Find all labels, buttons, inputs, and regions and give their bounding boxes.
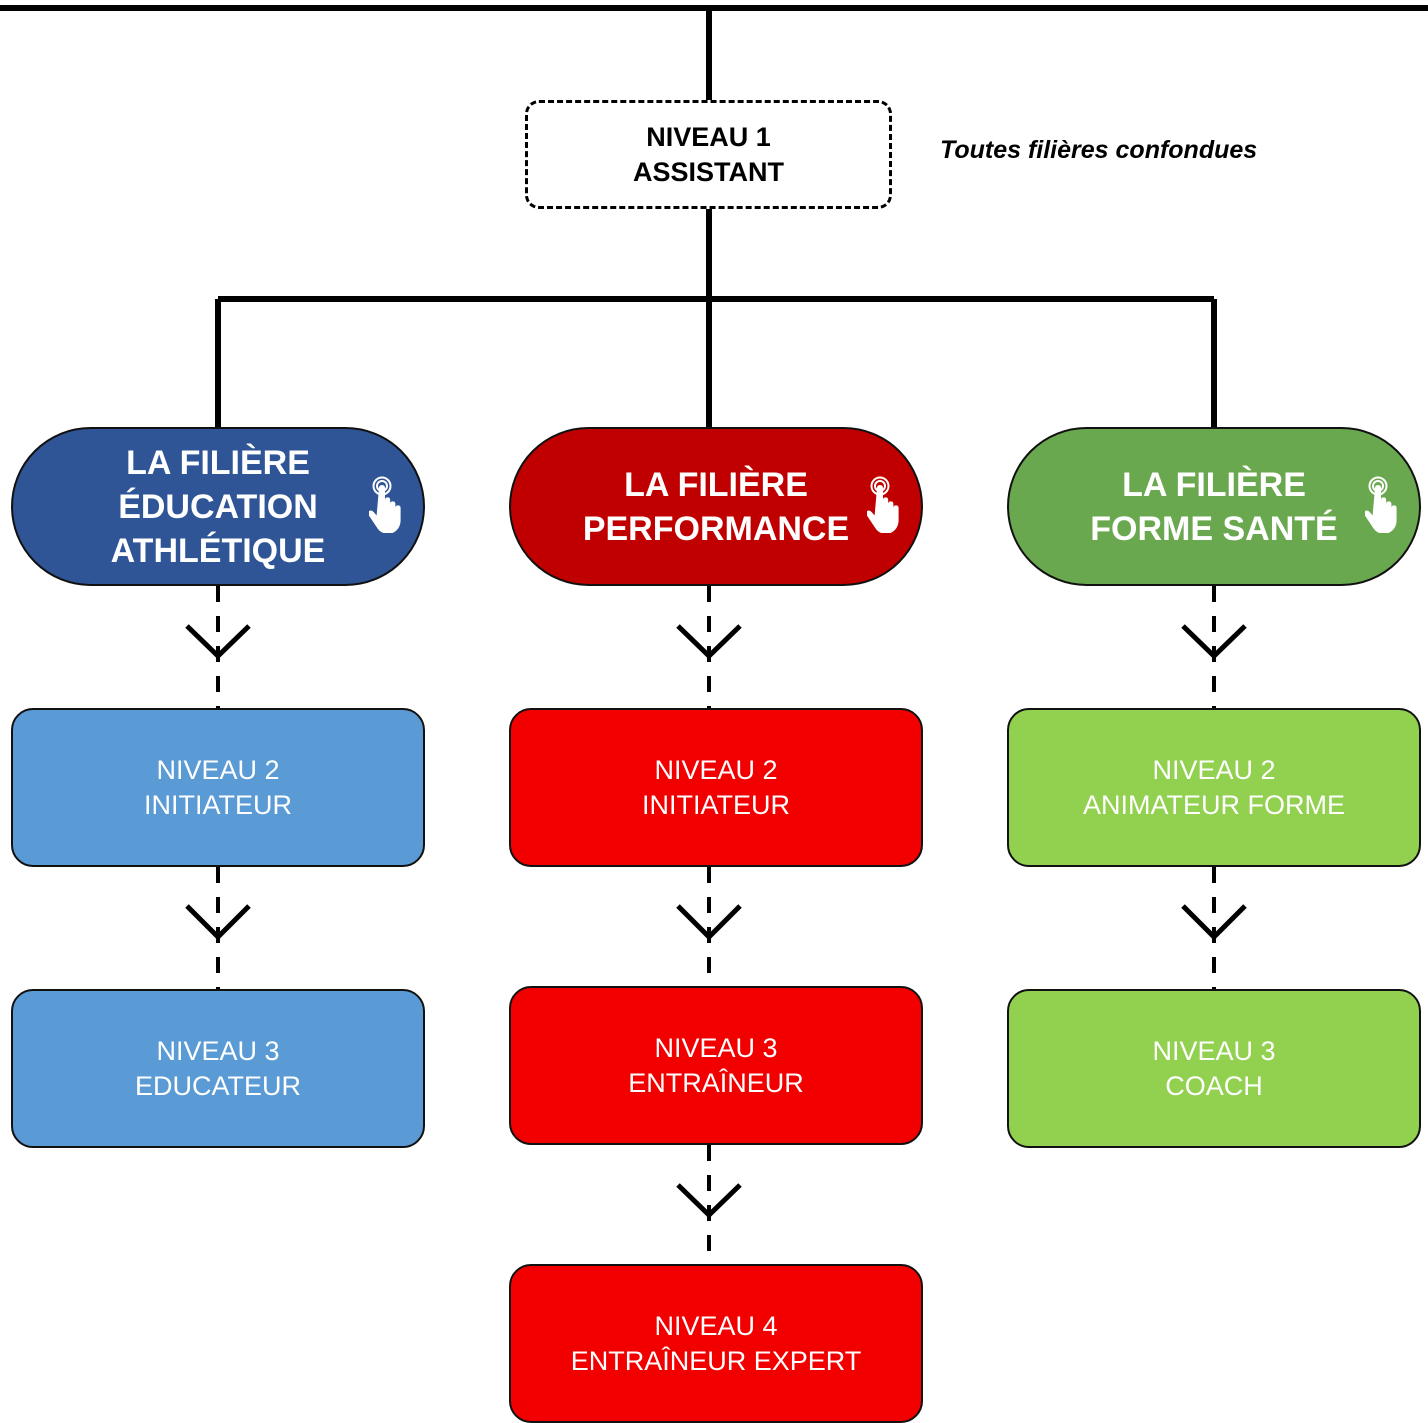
filiere-forme-sante-button[interactable]: LA FILIÈRE FORME SANTÉ xyxy=(1007,427,1421,586)
hand-pointer-icon xyxy=(867,476,899,533)
performance-niveau2-box: NIVEAU 2 INITIATEUR xyxy=(509,708,923,867)
chevron-down-icon xyxy=(185,624,251,660)
filiere-education-line3: ATHLÉTIQUE xyxy=(110,531,326,570)
level-title: ANIMATEUR FORME xyxy=(1083,789,1345,820)
level-label: NIVEAU 2 xyxy=(654,754,778,785)
level-title: ENTRAÎNEUR EXPERT xyxy=(570,1345,862,1376)
level-label: NIVEAU 3 xyxy=(654,1032,778,1063)
filiere-education-line1: LA FILIÈRE xyxy=(126,443,310,482)
chevron-down-icon xyxy=(185,904,251,941)
level-title: COACH xyxy=(1165,1070,1263,1101)
chevron-down-icon xyxy=(1181,624,1247,660)
filiere-forme-line1: LA FILIÈRE xyxy=(1122,465,1306,504)
niveau1-assistant-box: NIVEAU 1 ASSISTANT xyxy=(525,100,892,209)
filiere-education-line2: ÉDUCATION xyxy=(118,487,318,526)
level-label: NIVEAU 4 xyxy=(654,1310,778,1341)
root-level-label: NIVEAU 1 xyxy=(646,121,771,152)
hand-pointer-icon xyxy=(1365,476,1397,533)
level-label: NIVEAU 3 xyxy=(1152,1035,1276,1066)
filiere-performance-line1: LA FILIÈRE xyxy=(624,465,808,504)
filiere-forme-line2: FORME SANTÉ xyxy=(1090,509,1338,548)
level-title: INITIATEUR xyxy=(642,789,790,820)
level-title: INITIATEUR xyxy=(144,789,292,820)
chevron-down-icon xyxy=(676,904,742,941)
level-title: EDUCATEUR xyxy=(134,1070,301,1101)
level-title: ENTRAÎNEUR xyxy=(628,1067,804,1098)
filiere-performance-button[interactable]: LA FILIÈRE PERFORMANCE xyxy=(509,427,923,586)
education-niveau2-box: NIVEAU 2 INITIATEUR xyxy=(11,708,425,867)
performance-niveau4-box: NIVEAU 4 ENTRAÎNEUR EXPERT xyxy=(509,1264,923,1423)
filiere-performance-line2: PERFORMANCE xyxy=(582,509,850,548)
education-niveau3-box: NIVEAU 3 EDUCATEUR xyxy=(11,989,425,1148)
root-note: Toutes filières confondues xyxy=(940,136,1258,164)
level-label: NIVEAU 2 xyxy=(1152,754,1276,785)
chevron-down-icon xyxy=(676,1183,742,1219)
performance-niveau3-box: NIVEAU 3 ENTRAÎNEUR xyxy=(509,986,923,1145)
root-title-label: ASSISTANT xyxy=(632,156,784,187)
hand-pointer-icon xyxy=(369,476,401,533)
chevron-down-icon xyxy=(676,624,742,660)
level-label: NIVEAU 2 xyxy=(156,754,280,785)
level-label: NIVEAU 3 xyxy=(156,1035,280,1066)
chevron-down-icon xyxy=(1181,904,1247,941)
forme-niveau2-box: NIVEAU 2 ANIMATEUR FORME xyxy=(1007,708,1421,867)
forme-niveau3-box: NIVEAU 3 COACH xyxy=(1007,989,1421,1148)
filiere-education-button[interactable]: LA FILIÈRE ÉDUCATION ATHLÉTIQUE xyxy=(11,427,425,586)
